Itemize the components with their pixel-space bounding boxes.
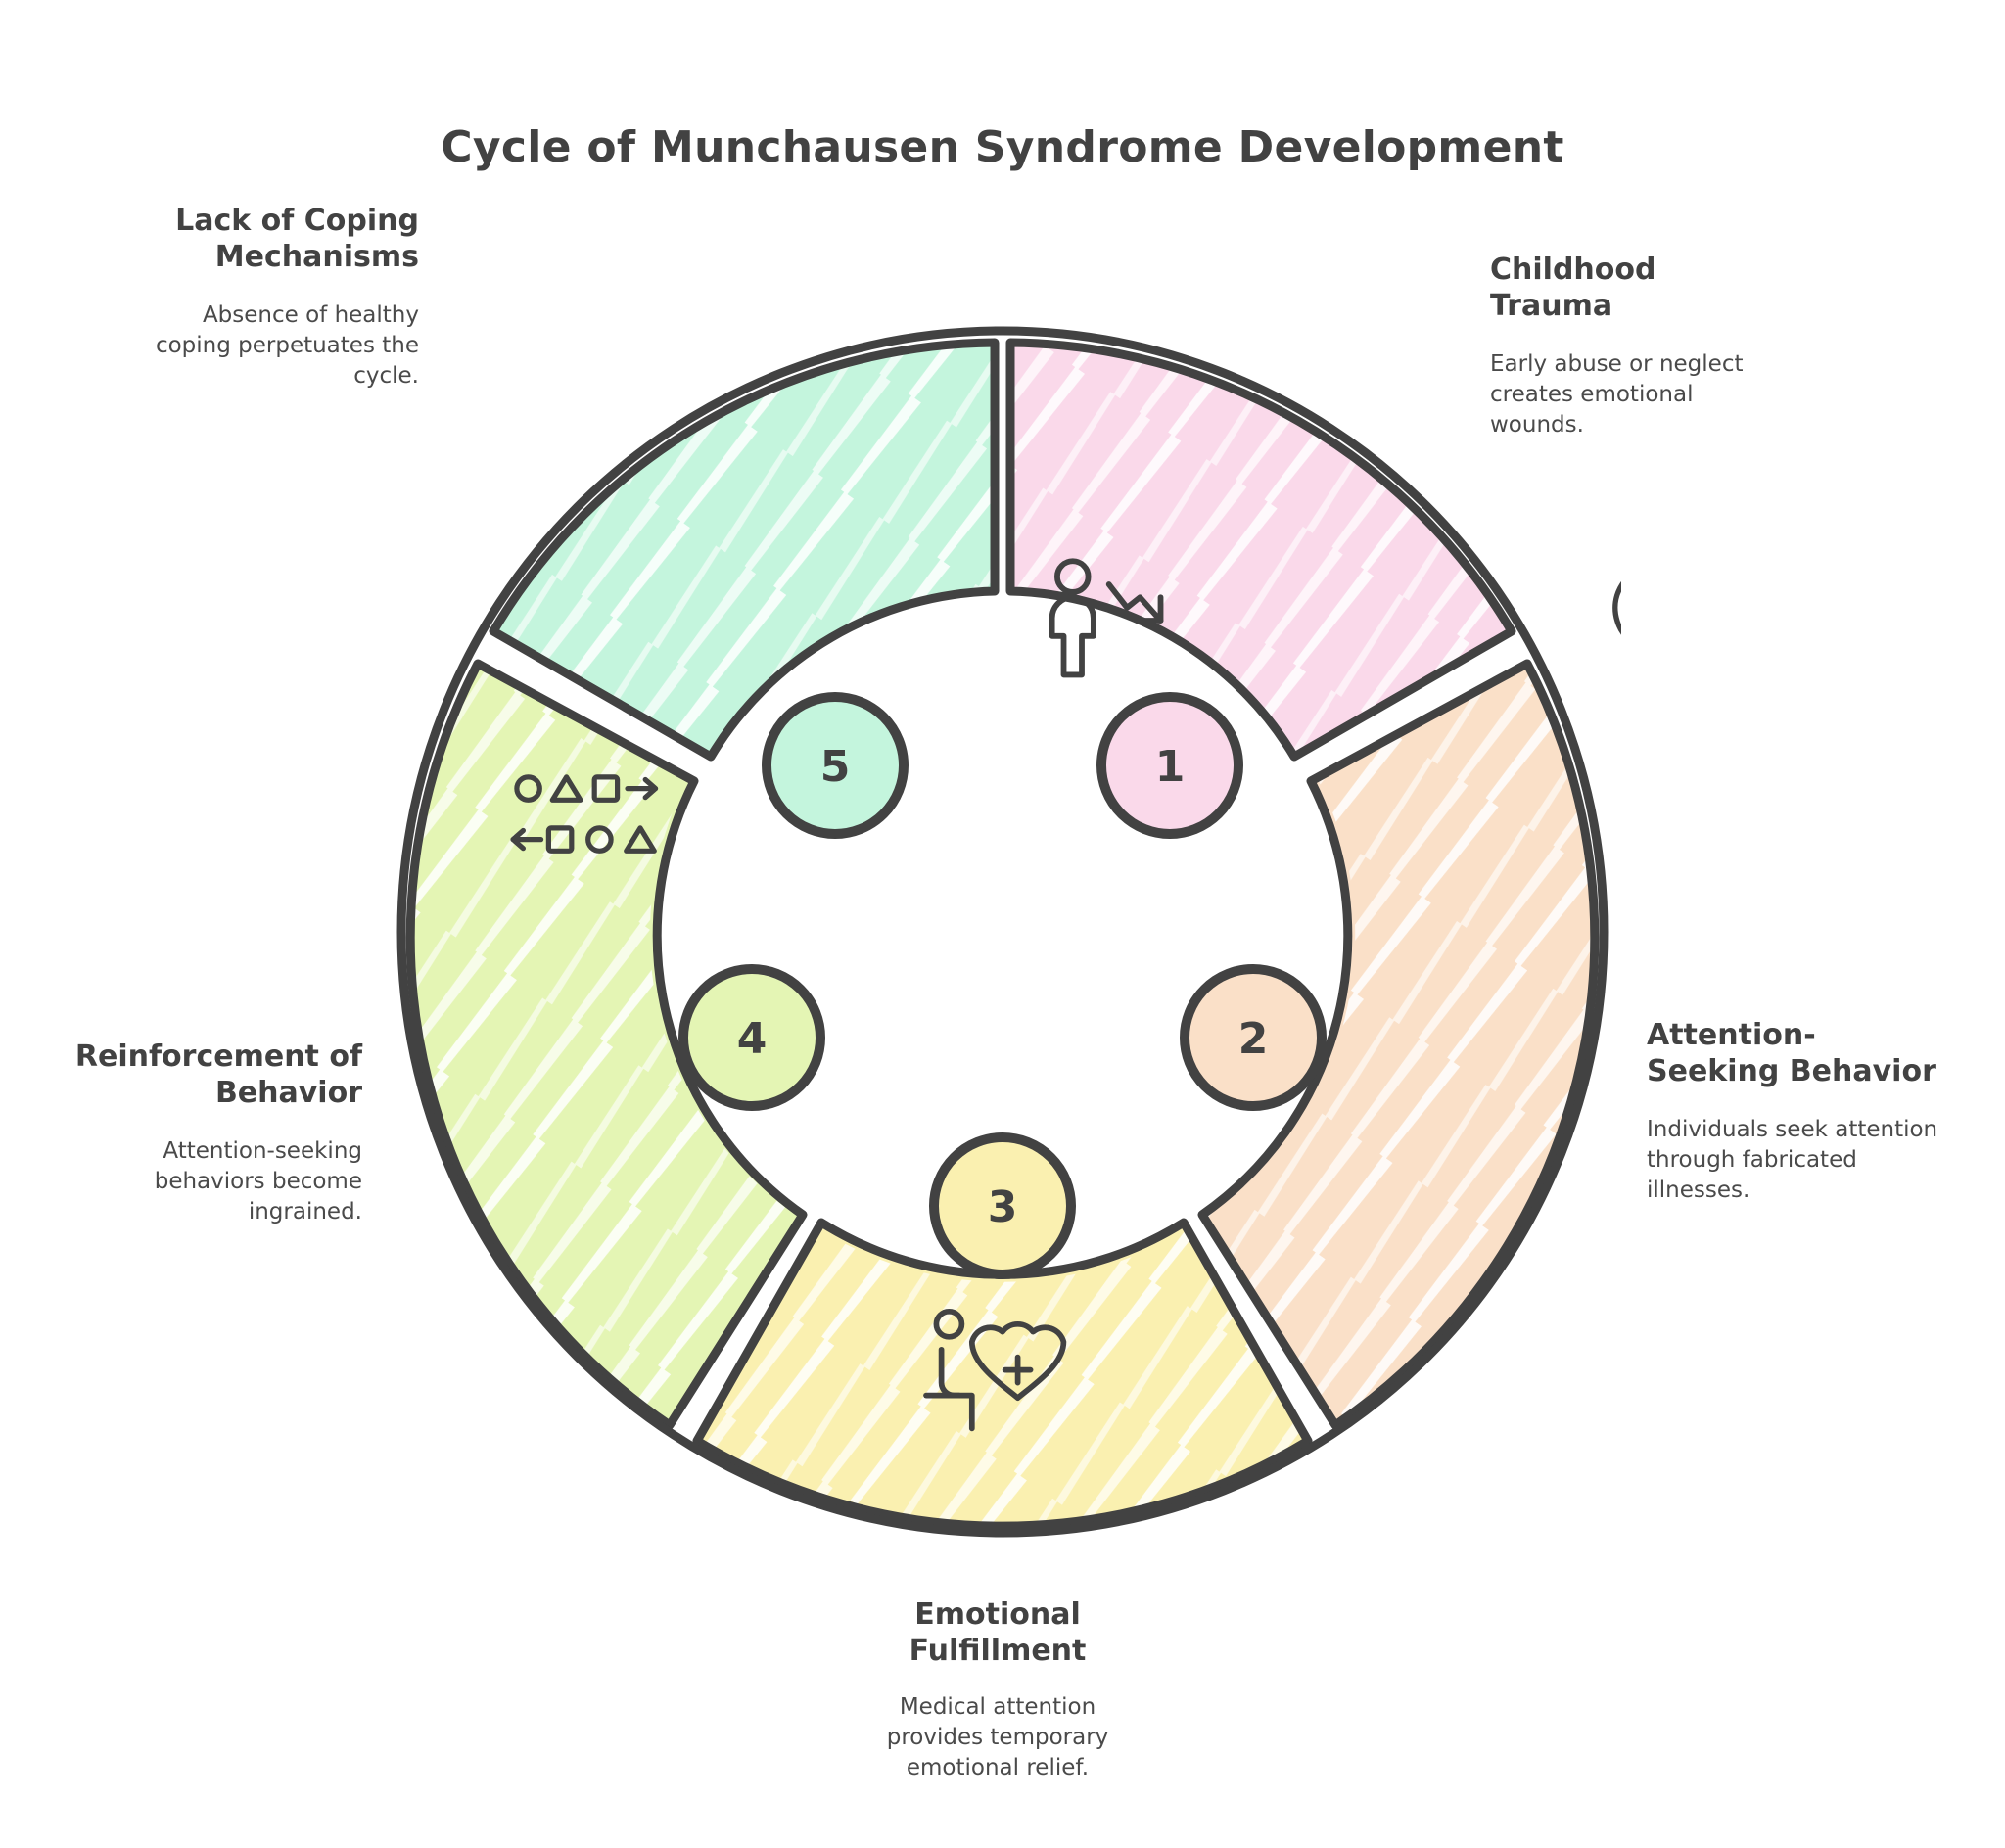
step-number-4: 4 [737, 1014, 768, 1064]
step-label-reinforcement-of-behavior: Reinforcement of Behavior Attention-seek… [69, 1040, 362, 1227]
step-description-1: Early abuse or neglect creates emotional… [1490, 351, 1744, 439]
person-declining-arrow-icon [1049, 558, 1164, 678]
step-title-3: Emotional Fulfillment [909, 1597, 1087, 1668]
step-marker-5[interactable]: 5 [762, 692, 909, 839]
step-marker-1[interactable]: 1 [1096, 692, 1243, 839]
step-title-5: Lack of Coping Mechanisms [175, 204, 419, 274]
page-title: Cycle of Munchausen Syndrome Development [441, 122, 1564, 173]
step-number-5: 5 [820, 742, 851, 792]
step-title-1: Childhood Trauma [1490, 253, 1656, 323]
outer-ring [396, 326, 1609, 1538]
step-label-emotional-fulfillment: Emotional Fulfillment Medical attention … [856, 1597, 1140, 1783]
step-marker-4[interactable]: 4 [678, 964, 825, 1111]
step-title-4: Reinforcement of Behavior [74, 1040, 362, 1110]
step-label-lack-of-coping-mechanisms: Lack of Coping Mechanisms Absence of hea… [125, 204, 419, 392]
step-description-3: Medical attention provides temporary emo… [886, 1694, 1109, 1781]
patient-heart-plus-icon [923, 1308, 1067, 1432]
traumatized-child-icon [1612, 581, 1621, 635]
step-label-attention-seeking-behavior: Attention-Seeking Behavior Individuals s… [1647, 1018, 1940, 1206]
step-number-3: 3 [988, 1182, 1018, 1232]
step-number-1: 1 [1155, 742, 1186, 792]
step-label-childhood-trauma: Childhood Trauma Early abuse or neglect … [1490, 253, 1784, 440]
repeating-pattern-icon [510, 774, 659, 854]
step-number-2: 2 [1238, 1014, 1269, 1064]
cycle-wheel-diagram: 1 2 3 4 5 [396, 326, 1621, 1539]
step-marker-2[interactable]: 2 [1180, 964, 1327, 1111]
step-title-2: Attention-Seeking Behavior [1647, 1018, 1936, 1088]
step-description-2: Individuals seek attention through fabri… [1647, 1117, 1938, 1204]
step-description-5: Absence of healthy coping perpetuates th… [155, 302, 419, 390]
step-marker-3[interactable]: 3 [929, 1132, 1076, 1279]
step-description-4: Attention-seeking behaviors become ingra… [154, 1138, 362, 1225]
